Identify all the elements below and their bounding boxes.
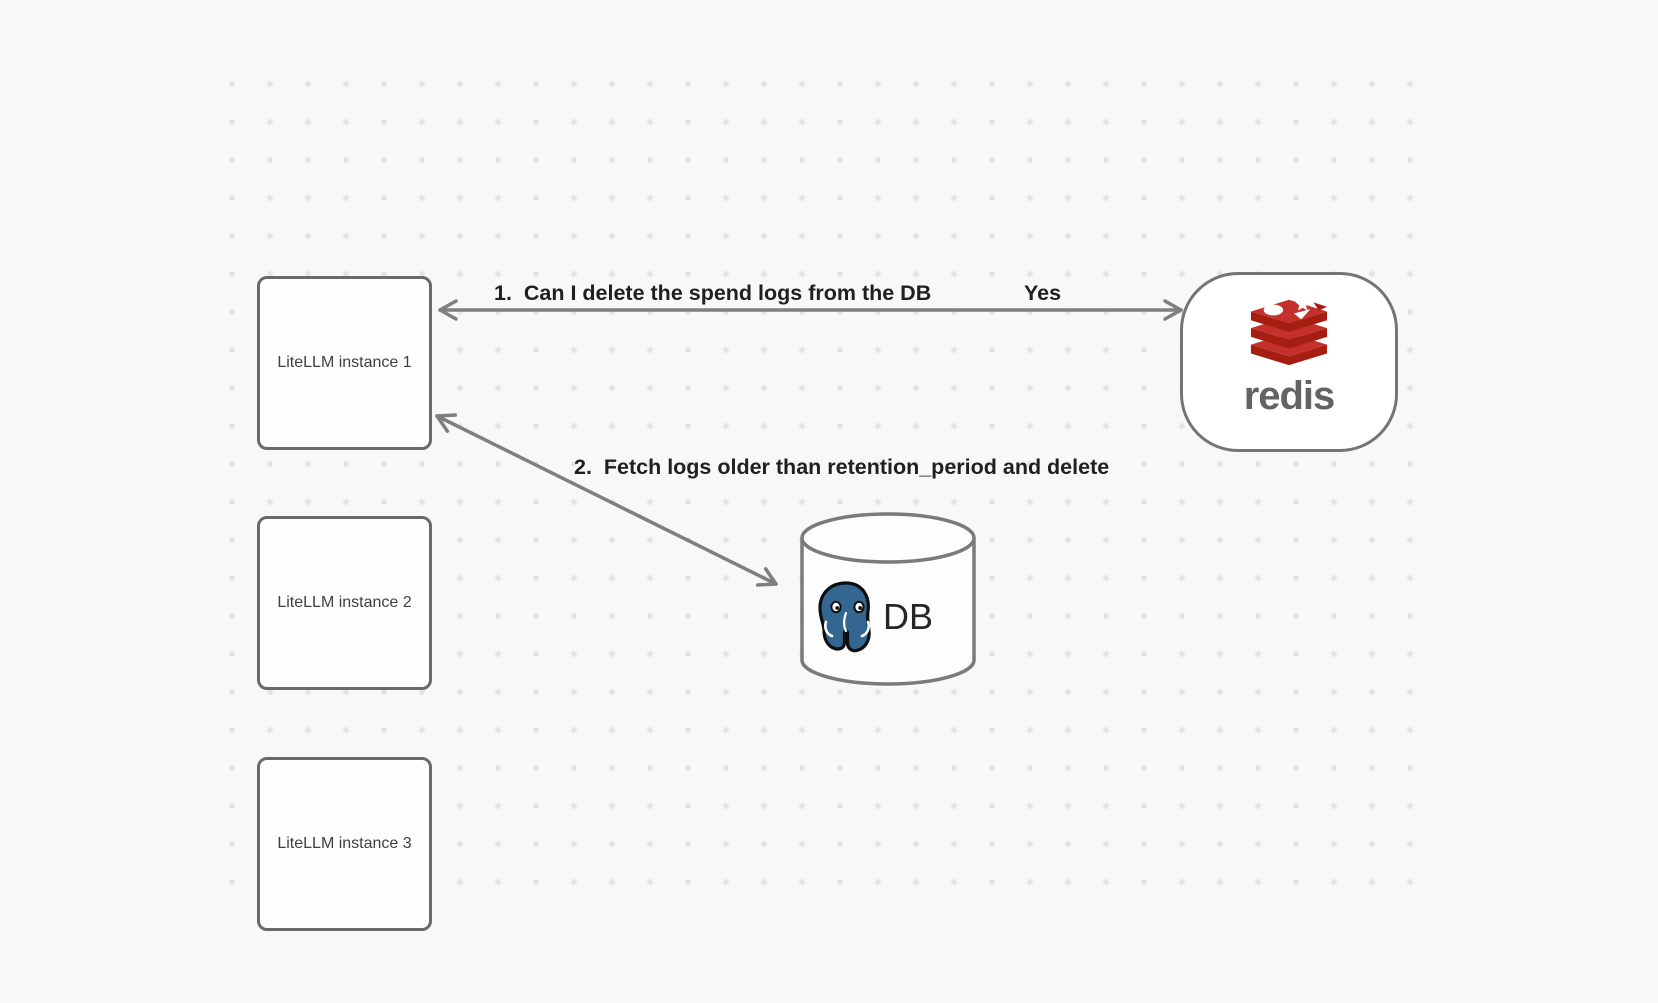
redis-node[interactable]: redis — [1180, 272, 1398, 452]
db-cylinder — [800, 512, 976, 686]
arrow-1-label[interactable]: 1. Can I delete the spend logs from the … — [494, 281, 932, 305]
litellm-instance-2-node[interactable]: LiteLLM instance 2 — [257, 516, 432, 690]
litellm-instance-2-label: LiteLLM instance 2 — [277, 594, 412, 611]
arrow-2-label[interactable]: 2. Fetch logs older than retention_perio… — [574, 455, 1110, 479]
arrow-1-response-label[interactable]: Yes — [1024, 281, 1062, 305]
redis-icon — [1250, 296, 1328, 366]
db-node[interactable]: DB — [799, 510, 977, 690]
litellm-instance-3-node[interactable]: LiteLLM instance 3 — [257, 757, 432, 931]
litellm-instance-1-label: LiteLLM instance 1 — [277, 354, 412, 371]
litellm-instance-3-label: LiteLLM instance 3 — [277, 835, 412, 852]
arrow-instance1-db[interactable] — [435, 413, 778, 587]
redis-label: redis — [1243, 374, 1336, 418]
postgresql-elephant-icon — [818, 581, 871, 653]
db-label: DB — [883, 596, 934, 637]
litellm-instance-1-node[interactable]: LiteLLM instance 1 — [257, 276, 432, 450]
